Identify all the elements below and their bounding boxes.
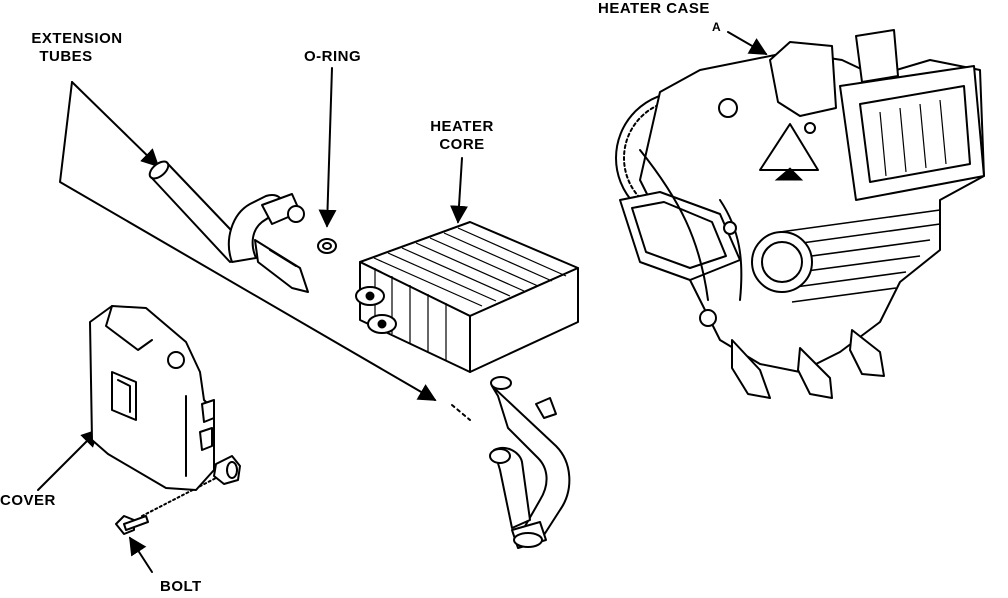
heater-case (615, 29, 985, 399)
heater-case-leader (727, 31, 768, 55)
o-ring (317, 238, 337, 254)
bolt (115, 515, 149, 535)
o-ring-label: O-RING (304, 48, 362, 65)
bolt-alignment-line (141, 477, 217, 517)
o-ring-leader (318, 67, 337, 228)
extension-tubes-label: EXTENSION TUBES (18, 30, 136, 66)
extension-tube-upper (148, 160, 309, 293)
extension-tubes-label-line1: EXTENSION (31, 30, 123, 47)
cover-label: COVER (0, 492, 56, 509)
heater-core (355, 221, 579, 373)
cover-grommet (213, 455, 241, 485)
heater-core-leader (450, 157, 468, 224)
heater-core-label-line1: HEATER (430, 118, 494, 135)
extension-tube-lower (489, 376, 571, 549)
pipe-alignment-line (451, 404, 471, 421)
leader-lines (37, 31, 768, 573)
heater-core-label-line2: CORE (439, 136, 485, 153)
heater-case-label: HEATER CASE (598, 0, 710, 17)
heater-case-marker: A (712, 20, 722, 34)
bolt-leader (129, 536, 153, 573)
heater-core-label: HEATER CORE (424, 118, 500, 154)
cover (89, 305, 215, 491)
extension-tubes-leader-upper (71, 81, 160, 168)
extension-tubes-label-line2: TUBES (39, 48, 93, 65)
extension-tubes-leader-lower (59, 81, 437, 401)
cover-leader (37, 428, 100, 491)
bolt-label: BOLT (160, 578, 202, 595)
